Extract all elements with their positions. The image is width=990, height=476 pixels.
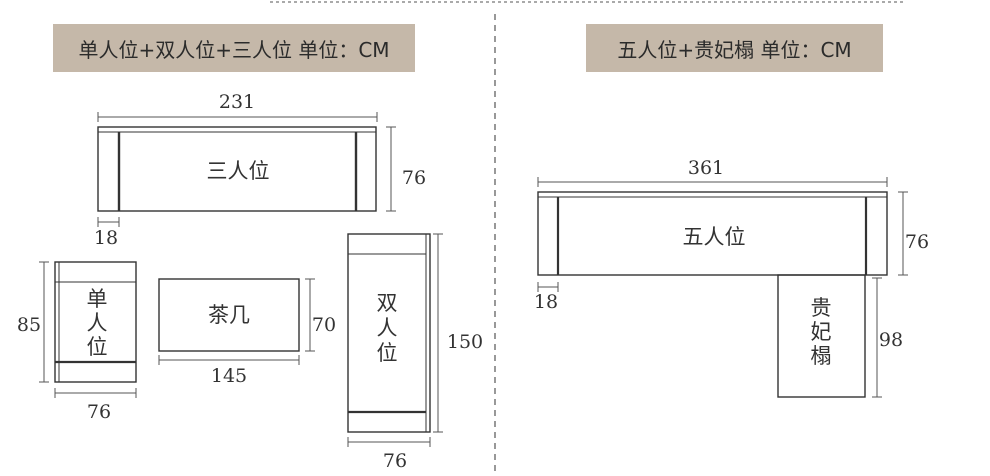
coffee-table-depth-dim [305, 278, 315, 352]
coffee-table-label: 茶几 [208, 303, 250, 327]
single-seat-depth-dim [39, 261, 49, 383]
five-seat-arm-dim [537, 282, 559, 292]
chaise-char-3: 榻 [811, 344, 832, 368]
coffee-table-width: 145 [211, 365, 247, 387]
single-seat-char-1: 单 [87, 287, 108, 311]
five-seat-width-dim [537, 177, 888, 187]
single-seat-depth: 85 [17, 314, 41, 336]
three-seat-width: 231 [219, 91, 255, 113]
three-seat-label: 三人位 [207, 159, 270, 183]
double-seat-char-1: 双 [377, 291, 398, 315]
double-seat-char-3: 位 [377, 341, 398, 365]
title-right: 五人位+贵妃榻 单位：CM [586, 24, 883, 72]
title-right-text: 五人位+贵妃榻 单位：CM [617, 37, 852, 62]
coffee-table-width-dim [158, 355, 300, 365]
chaise-lounge [777, 274, 866, 398]
five-seat-label: 五人位 [683, 225, 746, 249]
single-seat-width-dim [54, 388, 137, 398]
five-seat-width: 361 [688, 157, 724, 179]
double-seat-length: 150 [447, 331, 483, 353]
coffee-table [158, 278, 300, 352]
chaise-char-1: 贵 [811, 296, 832, 320]
five-seat-depth: 76 [905, 231, 929, 253]
three-seat-width-dim [97, 112, 378, 122]
three-seat-sofa [97, 126, 377, 212]
double-seat-char-2: 人 [377, 316, 398, 340]
title-left: 单人位+双人位+三人位 单位：CM [53, 24, 415, 72]
single-seat-width: 76 [87, 401, 111, 423]
three-seat-depth-dim [386, 126, 396, 212]
double-seat-width-dim [347, 437, 431, 447]
chaise-length-dim [872, 277, 882, 398]
single-seat-sofa [54, 261, 137, 383]
double-seat-sofa [347, 233, 431, 433]
title-left-text: 单人位+双人位+三人位 单位：CM [78, 37, 390, 62]
double-seat-width: 76 [383, 450, 407, 472]
chaise-length: 98 [879, 329, 903, 351]
five-seat-arm: 18 [534, 291, 558, 313]
coffee-table-depth: 70 [312, 314, 336, 336]
single-seat-char-3: 位 [87, 335, 108, 359]
three-seat-arm: 18 [94, 227, 118, 249]
three-seat-depth: 76 [402, 167, 426, 189]
double-seat-length-dim [433, 233, 443, 433]
chaise-char-2: 妃 [811, 320, 832, 344]
five-seat-depth-dim [898, 191, 908, 276]
three-seat-arm-dim [97, 217, 120, 227]
five-seat-sofa [537, 191, 888, 276]
single-seat-char-2: 人 [87, 311, 108, 335]
